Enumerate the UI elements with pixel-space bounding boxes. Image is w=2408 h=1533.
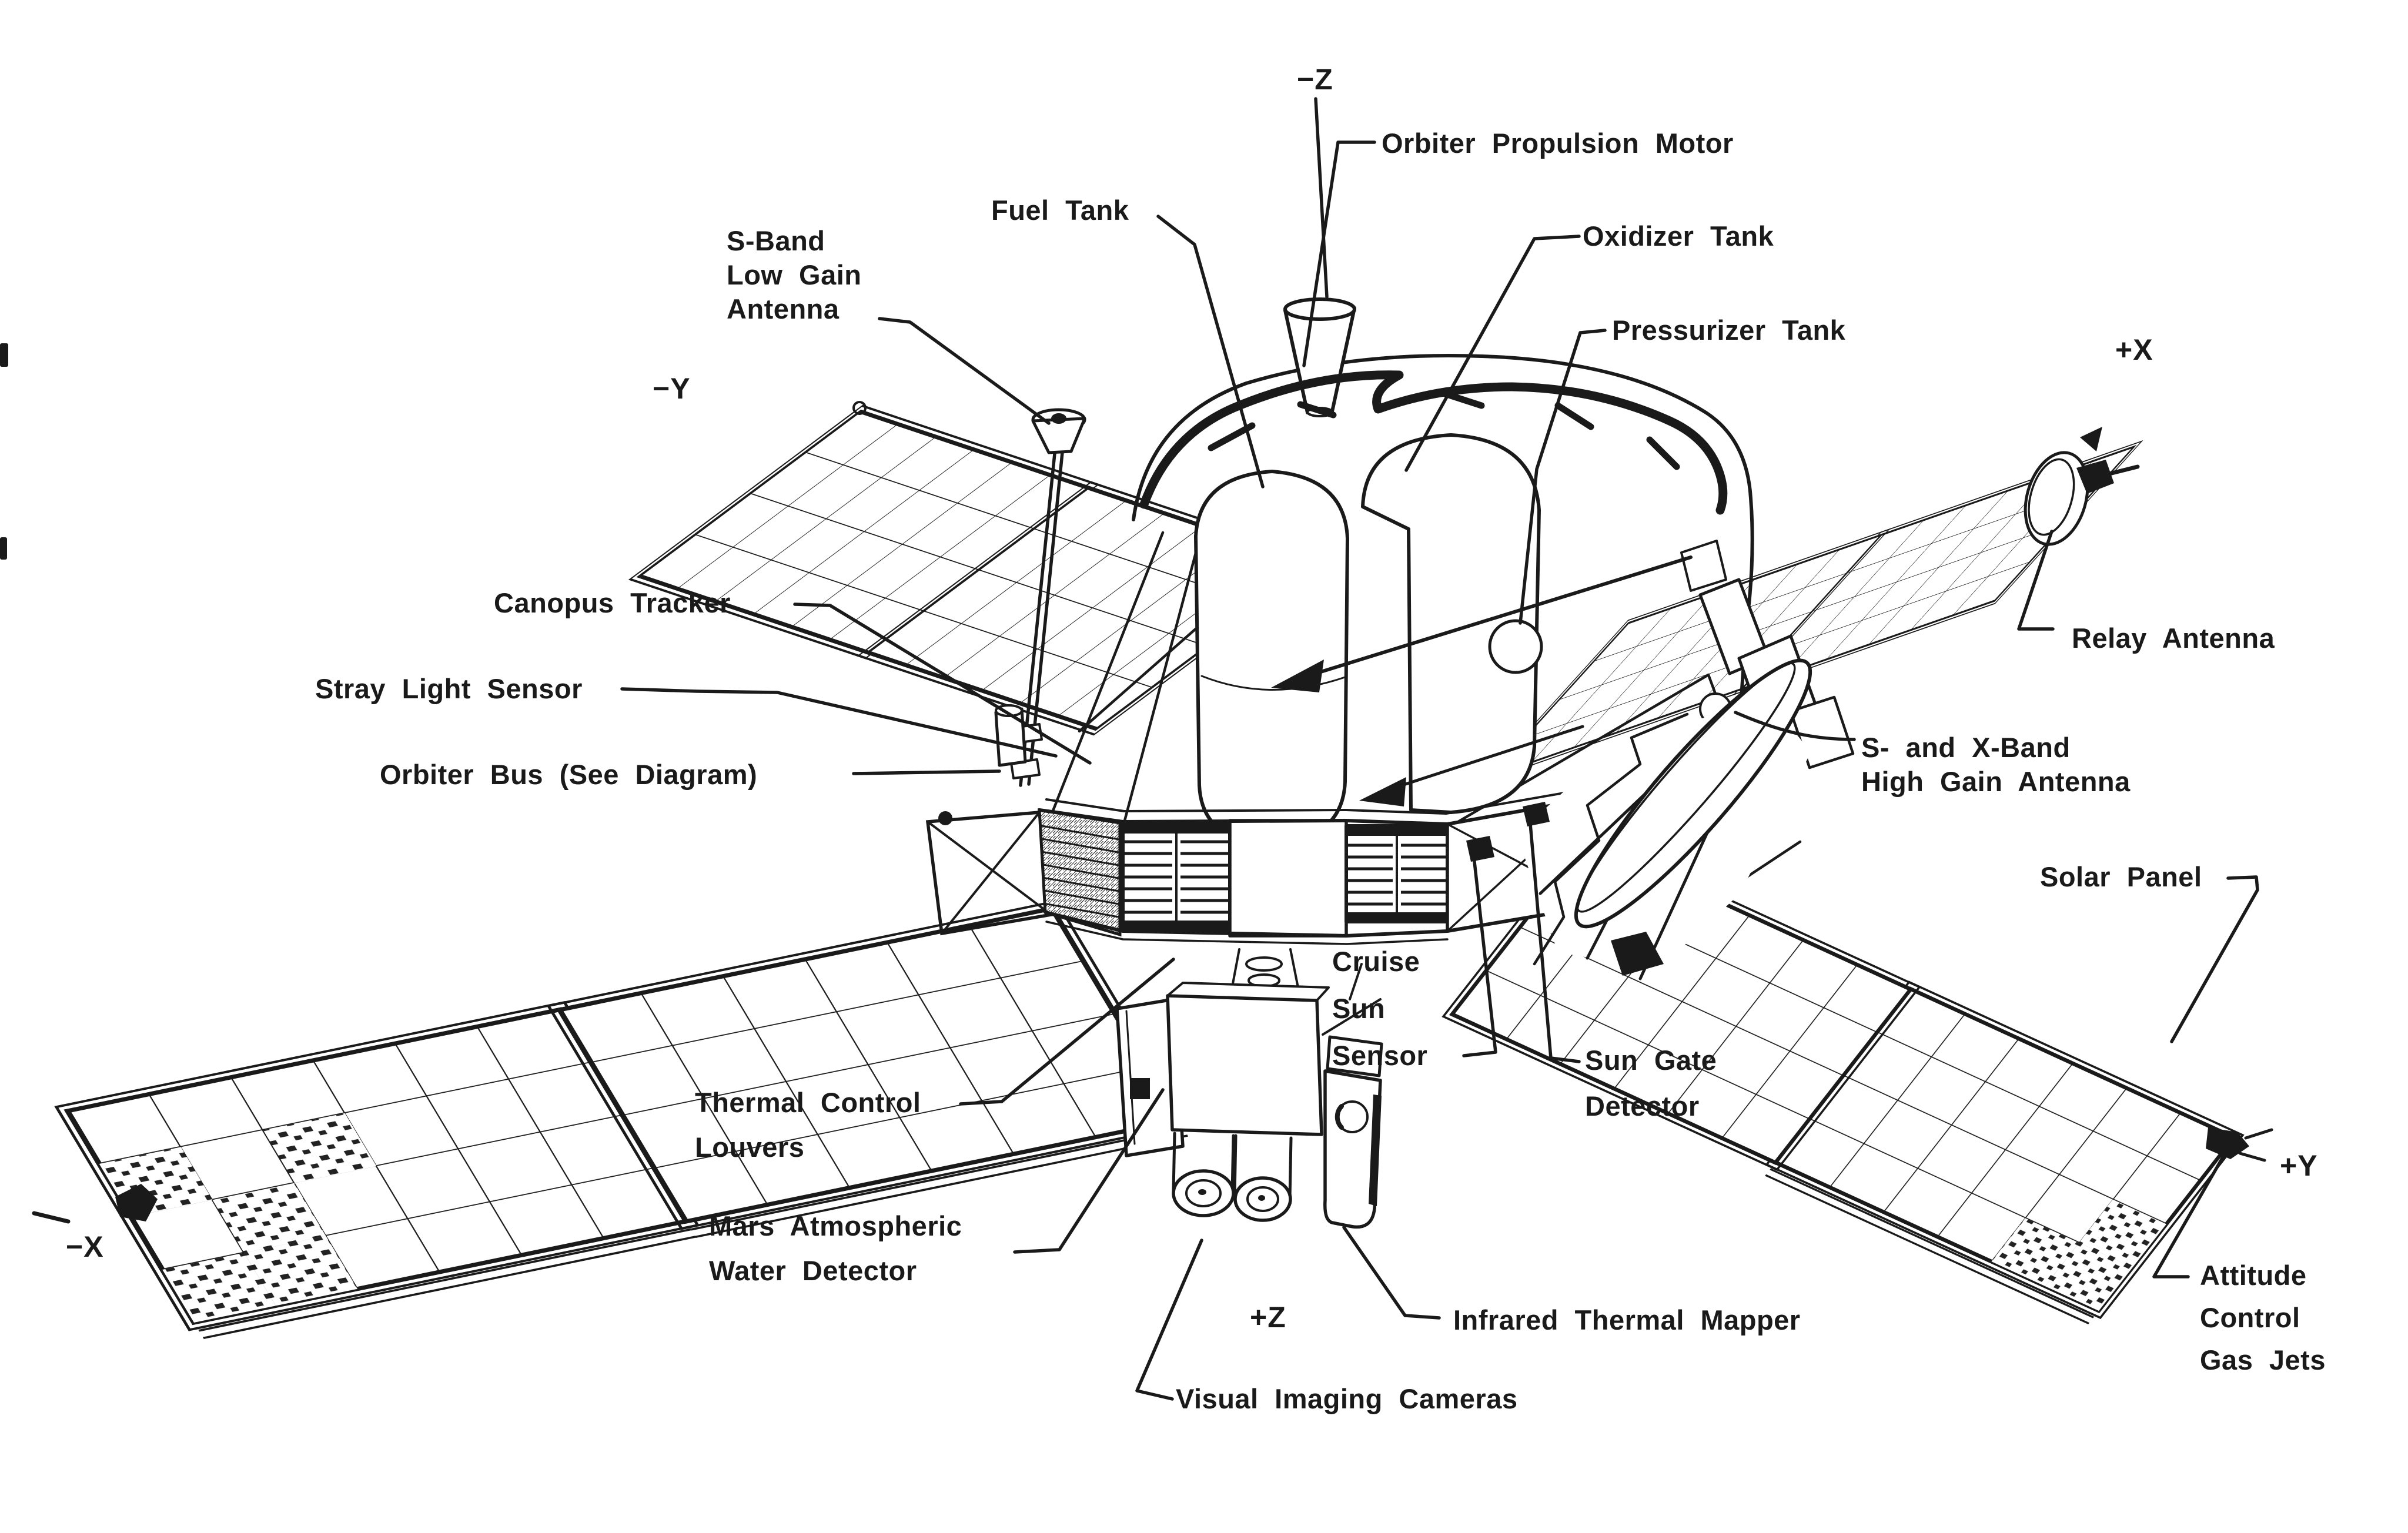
- label-canopus-tracker: Canopus Tracker: [494, 587, 731, 618]
- leader-low-gain-antenna: [878, 317, 1051, 425]
- attitude-control-thruster-plus-y: [2206, 1127, 2273, 1162]
- leader-minus-z: [1314, 97, 1329, 299]
- leader-thermal-louvers: [959, 958, 1175, 1106]
- leader-infrared-mapper: [1342, 1226, 1441, 1320]
- bus-center-bay: [1228, 819, 1348, 938]
- high-gain-antenna-dish: [1517, 658, 1812, 980]
- leader-sun-gate-detector: [1528, 815, 1581, 1063]
- axis-label-plus-y: +Y: [2280, 1149, 2318, 1182]
- label-s-band-line1: S-Band: [727, 225, 825, 256]
- label-orbiter-bus: Orbiter Bus (See Diagram): [380, 759, 757, 790]
- leader-visual-cameras: [1135, 1239, 1203, 1401]
- leader-water-detector: [1013, 1088, 1165, 1254]
- label-attitude-line2: Control: [2200, 1302, 2300, 1333]
- pressurizer-tank-shape: [1488, 619, 1543, 674]
- attitude-control-thruster-minus-x: [32, 1184, 158, 1224]
- label-mars-line2: Water Detector: [709, 1255, 917, 1286]
- label-orbiter-propulsion-motor: Orbiter Propulsion Motor: [1382, 128, 1734, 159]
- label-s-band-line3: Antenna: [727, 293, 840, 324]
- axis-label-minus-x: −X: [66, 1230, 104, 1263]
- label-attitude-line3: Gas Jets: [2200, 1344, 2326, 1375]
- label-fuel-tank: Fuel Tank: [991, 195, 1129, 226]
- leader-solar-panel: [2170, 875, 2259, 1043]
- label-cruise-line3: Sensor: [1332, 1040, 1427, 1071]
- labels: −Z +X −Y −X +Y +Z Orbiter Propulsion Mot…: [66, 63, 2326, 1414]
- solar-panel-minus-x: [54, 899, 1192, 1340]
- axis-label-minus-z: −Z: [1297, 63, 1333, 96]
- label-s-band-line2: Low Gain: [727, 259, 862, 290]
- propellant-tanks: [1194, 433, 1543, 852]
- leader-orbiter-bus: [852, 769, 1001, 775]
- leader-canopus-tracker: [793, 603, 1092, 765]
- scan-artifact-top: [0, 343, 8, 367]
- tank-support-ring: [1139, 370, 1728, 515]
- leader-stray-light-sensor: [620, 687, 1058, 758]
- label-sun-gate-line1: Sun Gate: [1585, 1045, 1717, 1076]
- camera-housing: [1166, 994, 1323, 1136]
- stray-light-sensor-shape: [994, 707, 1027, 767]
- leader-propulsion-motor: [1302, 140, 1376, 367]
- propulsion-module-cowl: [1132, 353, 1754, 734]
- leader-oxidizer-tank: [1404, 235, 1581, 472]
- label-hga-line2: High Gain Antenna: [1861, 766, 2131, 797]
- label-visual-imaging-cameras: Visual Imaging Cameras: [1176, 1383, 1517, 1414]
- label-infrared-thermal-mapper: Infrared Thermal Mapper: [1453, 1304, 1801, 1335]
- plus-x-tip-marker: [2080, 427, 2102, 451]
- leader-pressurizer-tank: [1519, 329, 1607, 625]
- label-sun-gate-line2: Detector: [1585, 1090, 1700, 1122]
- scan-platform: [1115, 948, 1383, 1229]
- label-thermal-line1: Thermal Control: [695, 1087, 921, 1118]
- leader-lines: [620, 97, 2259, 1401]
- axis-label-plus-x: +X: [2115, 333, 2153, 366]
- fuel-tank-shape: [1194, 470, 1349, 848]
- label-mars-line1: Mars Atmospheric: [709, 1210, 962, 1241]
- label-pressurizer-tank: Pressurizer Tank: [1612, 314, 1846, 346]
- axis-label-plus-z: +Z: [1250, 1301, 1286, 1334]
- axis-label-minus-y: −Y: [653, 372, 691, 405]
- label-stray-light-sensor: Stray Light Sensor: [315, 673, 583, 704]
- leader-attitude-jets: [2152, 1150, 2228, 1278]
- tank-mounting-rods: [1271, 555, 1693, 806]
- leader-high-gain-antenna: [1734, 711, 1856, 741]
- label-relay-antenna: Relay Antenna: [2072, 622, 2275, 654]
- label-cruise-line1: Cruise: [1332, 946, 1420, 977]
- leader-relay-antenna: [2017, 530, 2055, 631]
- leader-fuel-tank: [1156, 215, 1265, 488]
- label-cruise-line2: Sun: [1332, 993, 1385, 1024]
- label-oxidizer-tank: Oxidizer Tank: [1583, 220, 1774, 252]
- relay-antenna-dish: [2024, 451, 2140, 546]
- scan-artifact-bottom: [0, 537, 7, 560]
- label-solar-panel: Solar Panel: [2040, 861, 2202, 892]
- oxidizer-tank-shape: [1361, 433, 1541, 814]
- label-hga-line1: S- and X-Band: [1861, 732, 2071, 763]
- cruise-sun-sensor-shape: [1466, 836, 1494, 862]
- label-attitude-line1: Attitude: [2200, 1260, 2307, 1291]
- label-thermal-line2: Louvers: [695, 1132, 804, 1163]
- leader-cruise-sun-sensor: [1462, 849, 1497, 1057]
